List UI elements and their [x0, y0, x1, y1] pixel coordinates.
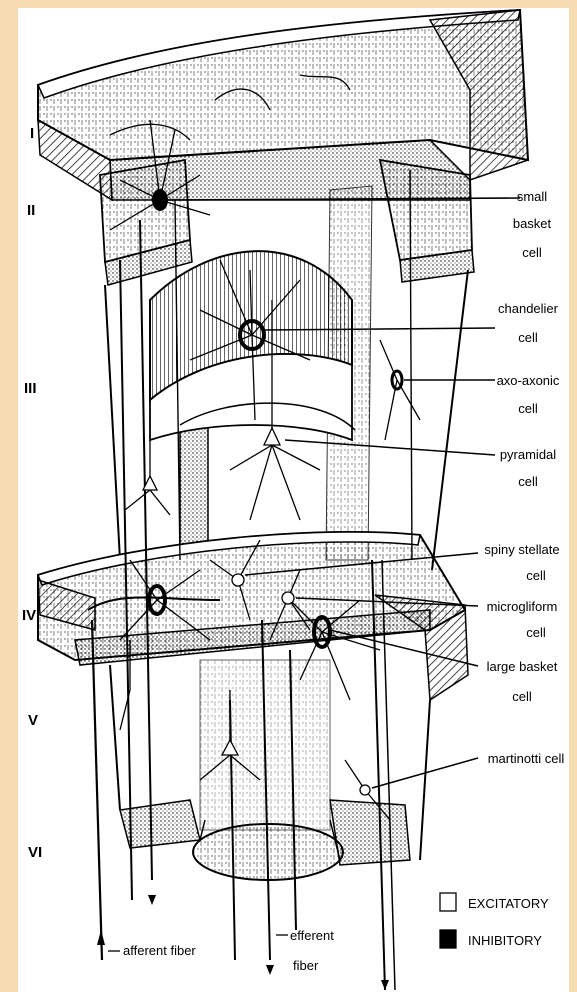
down-arrow-icon — [381, 980, 389, 990]
layer-label-ii: II — [27, 202, 35, 219]
spiny-stellate-label-1: spiny stellate — [484, 542, 559, 557]
efferent-fiber-label-1: efferent — [290, 928, 334, 943]
large-basket-label-2: cell — [512, 689, 532, 704]
efferent-fiber-label-2: fiber — [293, 958, 319, 973]
layer-label-i: I — [30, 125, 34, 142]
spiny-stellate-cell-soma — [232, 574, 244, 586]
layer-label-vi: VI — [28, 844, 42, 861]
microgliform-label-2: cell — [526, 625, 546, 640]
small-basket-label-3: cell — [522, 245, 542, 260]
legend-inhibitory-swatch — [440, 930, 456, 948]
axo-axonic-label-1: axo-axonic — [497, 373, 560, 388]
chandelier-label-2: cell — [518, 330, 538, 345]
afferent-arrow-icon — [97, 930, 105, 945]
microgliform-label-1: microgliform — [487, 599, 558, 614]
lower-column — [110, 660, 430, 880]
large-basket-label-1: large basket — [487, 659, 558, 674]
layer-label-v: V — [28, 712, 38, 729]
layer-label-iv: IV — [22, 607, 36, 624]
layer-i-slab — [38, 10, 528, 200]
legend: EXCITATORY INHIBITORY — [440, 893, 549, 948]
spiny-stellate-label-2: cell — [526, 568, 546, 583]
legend-inhibitory-label: INHIBITORY — [468, 933, 542, 948]
martinotti-cell-soma — [360, 785, 370, 795]
pyramidal-label-1: pyramidal — [500, 447, 556, 462]
martinotti-label: martinotti cell — [488, 751, 565, 766]
chandelier-label-1: chandelier — [498, 301, 559, 316]
efferent-arrow-icon — [266, 965, 274, 975]
cell-labels: small basket cell chandelier cell axo-ax… — [484, 189, 564, 766]
down-arrow-icon — [148, 895, 156, 905]
fiber-labels: afferent fiber efferent fiber — [108, 928, 334, 973]
layer-labels: I II III IV V VI — [22, 125, 42, 861]
small-basket-cell-soma — [152, 189, 168, 211]
small-basket-label-2: basket — [513, 216, 552, 231]
legend-excitatory-swatch — [440, 893, 456, 911]
small-basket-label-1: small — [517, 189, 547, 204]
pyramidal-label-2: cell — [518, 474, 538, 489]
microgliform-cell-soma — [282, 592, 294, 604]
layer-label-iii: III — [24, 380, 37, 397]
axo-axonic-label-2: cell — [518, 401, 538, 416]
legend-excitatory-label: EXCITATORY — [468, 896, 549, 911]
afferent-fiber-label: afferent fiber — [123, 943, 196, 958]
pyramidal-cell-soma — [264, 428, 280, 445]
